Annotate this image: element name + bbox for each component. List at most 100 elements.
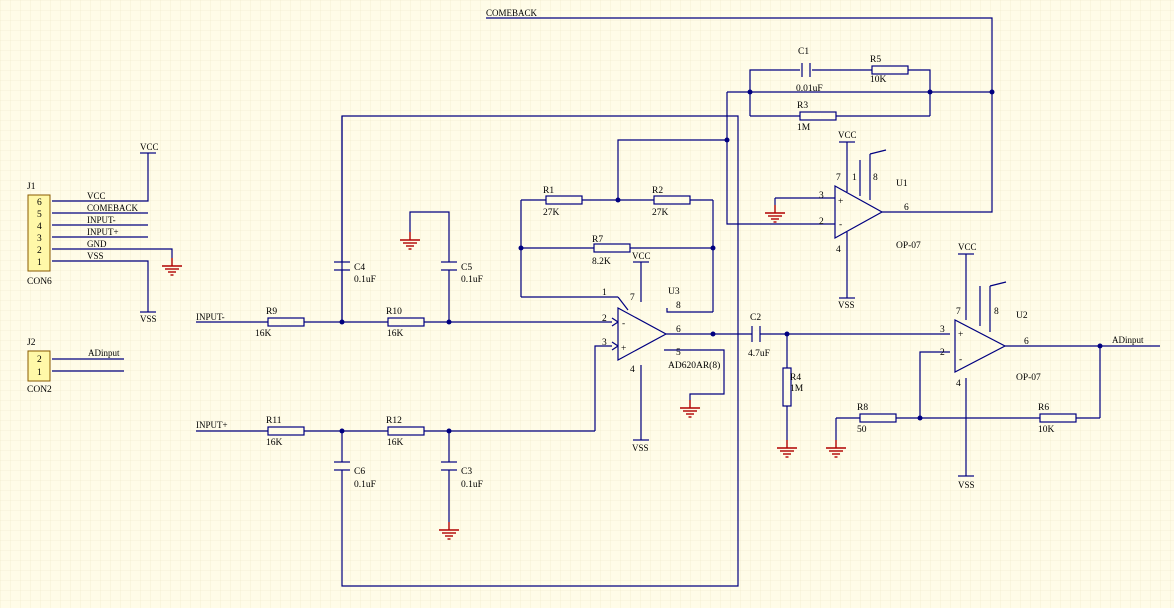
svg-text:R9: R9 (266, 307, 277, 317)
j1-ref: J1 (27, 182, 36, 192)
j1-net-gnd: GND (87, 239, 107, 249)
j2-pin-1: 1 (37, 368, 42, 378)
resistor-r10: R10 16K (386, 307, 425, 339)
j1-vss-port: VSS (140, 314, 157, 324)
svg-text:C1: C1 (798, 47, 809, 57)
svg-text:0.1uF: 0.1uF (461, 480, 483, 490)
svg-text:8: 8 (873, 173, 878, 183)
j1-part: CON6 (27, 277, 52, 287)
svg-text:R10: R10 (386, 307, 402, 317)
svg-text:27K: 27K (652, 208, 669, 218)
j1-net-comeback: COMEBACK (87, 203, 139, 213)
svg-text:R11: R11 (266, 416, 282, 426)
u3-ref: U3 (668, 287, 680, 297)
capacitor-c5: C5 0.1uF (441, 261, 483, 285)
svg-text:16K: 16K (266, 438, 283, 448)
svg-text:0.1uF: 0.1uF (461, 275, 483, 285)
connector-j1: J1 CON6 6 5 4 3 2 1 VCC COMEBACK INPUT- … (27, 142, 159, 324)
j1-net-vss: VSS (87, 251, 104, 261)
capacitor-c6: C6 0.1uF (334, 461, 376, 490)
svg-text:C6: C6 (354, 467, 365, 477)
svg-text:50: 50 (857, 425, 867, 435)
svg-text:5: 5 (676, 348, 681, 358)
svg-text:0.1uF: 0.1uF (354, 275, 376, 285)
u2-part: OP-07 (1016, 373, 1041, 383)
svg-text:C2: C2 (750, 313, 761, 323)
resistor-r8: R8 50 (857, 403, 897, 435)
power-rails (140, 141, 974, 477)
opamp-u1: + - U1 OP-07 3 2 6 7 1 8 4 VCC VSS (819, 130, 921, 310)
svg-text:10K: 10K (1038, 425, 1055, 435)
resistor-r7: R7 8.2K (592, 235, 631, 267)
svg-text:R7: R7 (592, 235, 603, 245)
u1-minus-sign: - (839, 220, 842, 230)
svg-text:6: 6 (1024, 337, 1029, 347)
u3-vss: VSS (632, 443, 649, 453)
u1-part: OP-07 (896, 241, 921, 251)
u2-ref: U2 (1016, 311, 1028, 321)
j1-pin-2: 2 (37, 246, 42, 256)
svg-text:R5: R5 (870, 55, 881, 65)
resistor-r6: R6 10K (1038, 403, 1077, 435)
svg-text:R4: R4 (790, 373, 801, 383)
svg-text:10K: 10K (870, 75, 887, 85)
junctions (339, 89, 1103, 434)
svg-text:0.1uF: 0.1uF (354, 480, 376, 490)
resistor-r1: R1 27K (543, 186, 583, 218)
j1-pin-6: 6 (37, 198, 42, 208)
resistor-r3: R3 1M (797, 101, 837, 133)
resistor-r12: R12 16K (386, 416, 425, 448)
j1-net-input-plus: INPUT+ (87, 227, 119, 237)
svg-text:R3: R3 (797, 101, 808, 111)
svg-text:4.7uF: 4.7uF (748, 349, 770, 359)
j1-pin-4: 4 (37, 222, 42, 232)
svg-text:3: 3 (602, 338, 607, 348)
net-label-input-minus: INPUT- (196, 312, 225, 322)
svg-text:7: 7 (630, 293, 635, 303)
svg-text:R6: R6 (1038, 403, 1049, 413)
svg-text:6: 6 (676, 325, 681, 335)
svg-text:R1: R1 (543, 186, 554, 196)
svg-text:1: 1 (602, 288, 607, 298)
j2-net-adinput: ADinput (88, 348, 120, 358)
svg-text:16K: 16K (387, 438, 404, 448)
net-label-adinput: ADinput (1112, 335, 1144, 345)
wires (52, 17, 1160, 587)
u2-minus-sign: - (959, 355, 962, 365)
svg-text:6: 6 (904, 203, 909, 213)
resistor-r4: R4 1M (782, 367, 804, 407)
j2-pin-2: 2 (37, 355, 42, 365)
j1-net-vcc: VCC (87, 191, 106, 201)
svg-text:R2: R2 (652, 186, 663, 196)
j1-net-input-minus: INPUT- (87, 215, 116, 225)
svg-text:1: 1 (852, 173, 857, 183)
svg-text:2: 2 (819, 217, 824, 227)
capacitor-c4: C4 0.1uF (334, 261, 376, 285)
j1-pin-3: 3 (37, 234, 42, 244)
j2-part: CON2 (27, 385, 52, 395)
svg-text:C5: C5 (461, 263, 472, 273)
svg-text:4: 4 (836, 245, 841, 255)
svg-text:8: 8 (994, 307, 999, 317)
resistor-r2: R2 27K (652, 186, 691, 218)
svg-text:1M: 1M (790, 384, 804, 394)
svg-text:8.2K: 8.2K (592, 257, 611, 267)
u1-vcc: VCC (838, 130, 857, 140)
u1-vss: VSS (838, 300, 855, 310)
svg-text:27K: 27K (543, 208, 560, 218)
resistor-r9: R9 16K (255, 307, 305, 339)
capacitor-c1: C1 0.01uF (796, 47, 823, 94)
svg-text:16K: 16K (387, 329, 404, 339)
u1-plus-sign: + (838, 197, 843, 207)
j1-pin-5: 5 (37, 210, 42, 220)
svg-text:4: 4 (956, 379, 961, 389)
u2-vss: VSS (958, 480, 975, 490)
j1-pin-1: 1 (37, 258, 42, 268)
svg-text:C3: C3 (461, 467, 472, 477)
svg-text:2: 2 (940, 348, 945, 358)
svg-text:7: 7 (836, 173, 841, 183)
svg-text:2: 2 (602, 314, 607, 324)
opamp-u2: + - U2 OP-07 3 2 6 7 8 4 VCC VSS (940, 242, 1041, 490)
svg-text:R12: R12 (386, 416, 402, 426)
